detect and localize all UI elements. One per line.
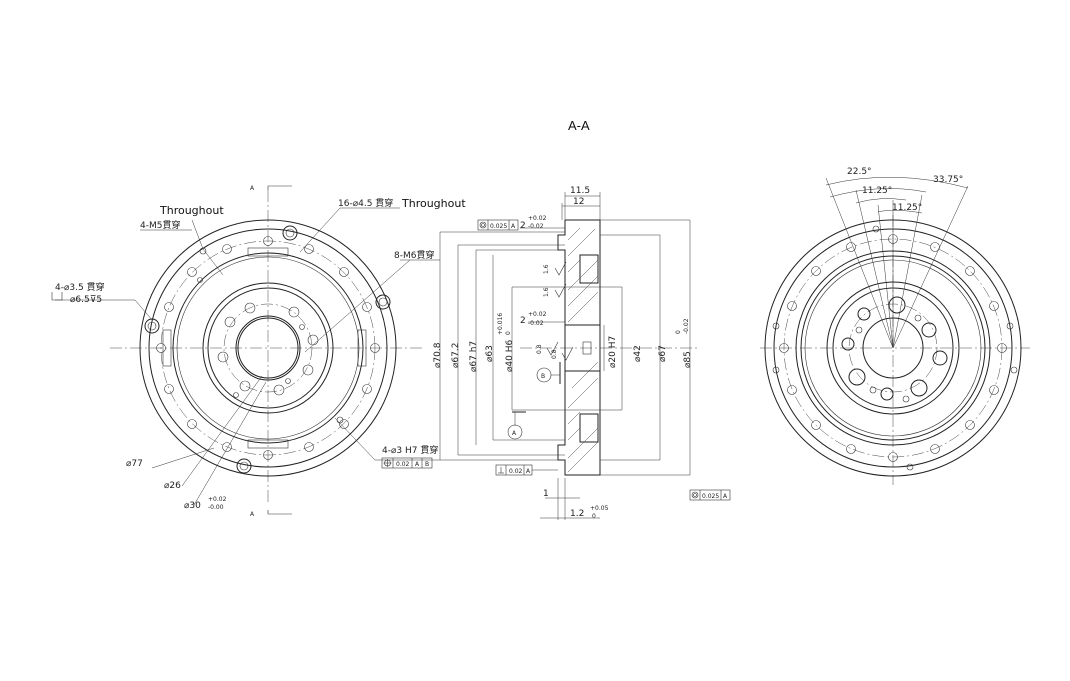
- dia-40-h6: ⌀40 H6: [505, 340, 515, 372]
- dia-85-tol-lower: -0.02: [683, 318, 690, 334]
- section-marker-top: A: [250, 185, 255, 192]
- dia-42: ⌀42: [633, 345, 643, 362]
- pin-tolerance-frame: [381, 457, 433, 469]
- dia-30-tol-lower: -0.00: [208, 504, 224, 511]
- dia-40-tol-upper: +0.016: [497, 313, 504, 335]
- datum-b: B: [541, 373, 545, 380]
- callout-counterbore-1: 4-⌀3.5 貫穿: [55, 281, 105, 293]
- callout-m6: 8-M6貫穿: [394, 249, 434, 261]
- dia-26: ⌀26: [164, 481, 181, 491]
- dia-67: ⌀67: [658, 345, 668, 362]
- dia-63: ⌀63: [485, 345, 495, 362]
- dim-1-2-upper: +0.05: [590, 505, 609, 512]
- frame-top: [477, 219, 519, 231]
- frame-bottom-value: 0.025: [702, 493, 719, 500]
- label-throughout-left: Throughout: [159, 204, 224, 217]
- finish-3: 0.8: [536, 344, 543, 354]
- datum-a-circle: [507, 424, 523, 440]
- dia-70-8: ⌀70.8: [433, 342, 443, 368]
- frame-bottom: [689, 489, 731, 501]
- pin-tolerance-ref-a: A: [415, 461, 420, 468]
- dim-2-top-lower: -0.02: [528, 223, 544, 230]
- angle-22-5: 22.5°: [847, 167, 872, 177]
- dim-2-top-upper: +0.02: [528, 215, 547, 222]
- dia-30: ⌀30: [184, 501, 201, 511]
- section-marker-bottom: A: [250, 511, 255, 518]
- finish-4: 0.8: [551, 349, 558, 359]
- dia-40-tol-lower: 0: [505, 331, 512, 335]
- datum-a: A: [512, 430, 517, 437]
- frame-bottom-ref: A: [723, 493, 728, 500]
- angle-11-25-a: 11.25°: [862, 186, 892, 196]
- outer-holes-ring: [772, 225, 1018, 471]
- dia-30-tol-upper: +0.02: [208, 496, 227, 503]
- dim-2-mid: 2: [520, 316, 526, 326]
- frame-top-ref: A: [511, 223, 516, 230]
- section-title: A-A: [568, 118, 590, 133]
- pin-tolerance-value: 0.02: [396, 461, 410, 468]
- dim-1-2-lower: 0: [592, 513, 596, 520]
- bolt-holes-16: [156, 236, 380, 460]
- dia-20-h7: ⌀20 H7: [608, 336, 618, 368]
- callout-holes-16: 16-⌀4.5 貫穿: [338, 197, 393, 209]
- label-throughout-top: Throughout: [401, 197, 466, 210]
- dim-1: 1: [543, 489, 549, 499]
- finish-2: 1.6: [543, 287, 550, 297]
- callout-pin-holes: 4-⌀3 H7 貫穿: [382, 444, 438, 456]
- dim-2-top: 2: [520, 221, 526, 231]
- dim-2-mid-lower: -0.02: [528, 320, 544, 327]
- dia-77: ⌀77: [126, 459, 143, 469]
- width-12: 12: [573, 197, 584, 207]
- front-view: [55, 185, 440, 515]
- callout-m5: 4-M5貫穿: [140, 219, 180, 231]
- dim-1-2: 1.2: [570, 509, 584, 519]
- pin-tolerance-ref-b: B: [425, 461, 429, 468]
- back-view: [760, 176, 1030, 485]
- section-view: [439, 192, 700, 520]
- angle-33-75: 33.75°: [933, 175, 963, 185]
- frame-perpendicularity: [495, 464, 558, 476]
- finish-1: 1.6: [543, 264, 550, 274]
- dia-67-2: ⌀67.2: [451, 343, 461, 368]
- datum-b-circle: [536, 367, 552, 383]
- angle-11-25-b: 11.25°: [892, 203, 922, 213]
- dia-85-tol-upper: 0: [675, 330, 682, 334]
- dia-85: ⌀85: [683, 351, 693, 368]
- callout-counterbore-2: ⌀6.5⊽5: [70, 295, 102, 305]
- frame-perp-ref: A: [526, 468, 531, 475]
- frame-top-value: 0.025: [490, 223, 507, 230]
- width-11-5: 11.5: [570, 186, 590, 196]
- frame-perp-value: 0.02: [509, 468, 523, 475]
- dia-67-h7: ⌀67 h7: [469, 341, 479, 372]
- dim-2-mid-upper: +0.02: [528, 311, 547, 318]
